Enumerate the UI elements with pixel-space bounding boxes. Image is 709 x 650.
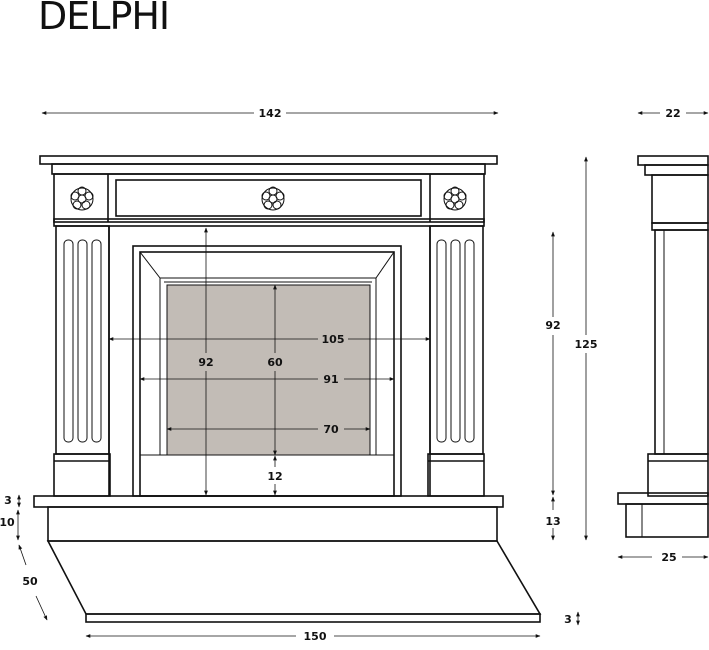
- rosette-icon: [261, 186, 285, 211]
- dim-hearth-thickness: 3: [564, 613, 572, 626]
- dim-hearth-width: 150: [304, 630, 327, 643]
- dim-back-width: 70: [323, 423, 339, 436]
- front-view: [33, 155, 542, 623]
- product-title: DELPHI: [38, 0, 170, 38]
- dim-plinth-height: 13: [545, 515, 560, 528]
- rosette-icon: [443, 186, 467, 211]
- dim-inner-height: 60: [267, 356, 283, 369]
- dim-depth-top: 22: [665, 107, 680, 120]
- dim-total-height: 125: [575, 338, 598, 351]
- dim-side-height: 92: [545, 319, 560, 332]
- dim-opening-width: 91: [323, 373, 338, 386]
- dim-hearth-depth: 50: [22, 575, 38, 588]
- dim-depth-bottom: 25: [661, 551, 676, 564]
- dim-hearth-step: 10: [0, 516, 15, 529]
- side-view: [617, 155, 709, 538]
- dim-bottom-gap: 12: [267, 470, 282, 483]
- dim-frame-width: 105: [322, 333, 345, 346]
- dim-hearth-top-thickness: 3: [4, 494, 12, 507]
- firebox-back-panel: [166, 284, 371, 456]
- dim-opening-height: 92: [198, 356, 213, 369]
- dim-total-width: 142: [259, 107, 282, 120]
- rosette-icon: [70, 186, 94, 211]
